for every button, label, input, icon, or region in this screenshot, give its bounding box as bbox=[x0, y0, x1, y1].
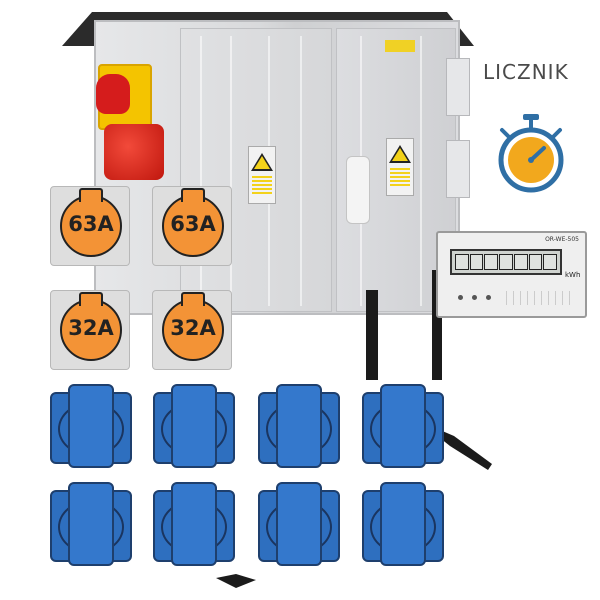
meter-specs bbox=[500, 291, 570, 305]
door-handle bbox=[346, 156, 370, 224]
blue-socket bbox=[362, 384, 444, 468]
door-rib bbox=[300, 36, 302, 306]
orange-socket: 63A bbox=[152, 186, 232, 266]
socket-rating: 32A bbox=[68, 316, 114, 340]
meter-model: OR-WE-505 bbox=[545, 236, 579, 243]
meter-indicator bbox=[458, 295, 463, 300]
socket-rating: 63A bbox=[170, 212, 216, 236]
cabinet-leg bbox=[366, 290, 378, 380]
orange-socket: 32A bbox=[50, 290, 130, 370]
red-industrial-socket bbox=[104, 124, 164, 180]
door-rib bbox=[200, 36, 202, 306]
meter-unit: kWh bbox=[565, 271, 581, 279]
side-enclosure bbox=[446, 140, 470, 198]
meter-indicator bbox=[472, 295, 477, 300]
high-voltage-warning-icon bbox=[248, 146, 276, 204]
blue-socket bbox=[362, 482, 444, 566]
meter-indicator bbox=[486, 295, 491, 300]
stopwatch-icon bbox=[498, 114, 564, 193]
door-rib bbox=[230, 36, 232, 306]
orange-socket: 63A bbox=[50, 186, 130, 266]
cabinet-leg bbox=[432, 270, 442, 380]
blue-socket bbox=[153, 482, 235, 566]
socket-rating: 32A bbox=[170, 316, 216, 340]
energy-meter: OR-WE-505 kWh bbox=[436, 231, 587, 318]
main-switch-knob bbox=[96, 74, 130, 114]
cabinet-foot bbox=[216, 574, 256, 588]
cabinet-label bbox=[385, 40, 415, 52]
socket-rating: 63A bbox=[68, 212, 114, 236]
door-rib bbox=[420, 36, 422, 306]
blue-socket bbox=[50, 384, 132, 468]
meter-display bbox=[450, 249, 562, 275]
blue-socket bbox=[258, 384, 340, 468]
blue-socket bbox=[50, 482, 132, 566]
orange-socket: 32A bbox=[152, 290, 232, 370]
blue-socket bbox=[153, 384, 235, 468]
blue-socket bbox=[258, 482, 340, 566]
side-enclosure bbox=[446, 58, 470, 116]
high-voltage-warning-icon bbox=[386, 138, 414, 196]
meter-title: LICZNIK bbox=[483, 60, 569, 84]
cabinet-foot bbox=[440, 430, 492, 470]
